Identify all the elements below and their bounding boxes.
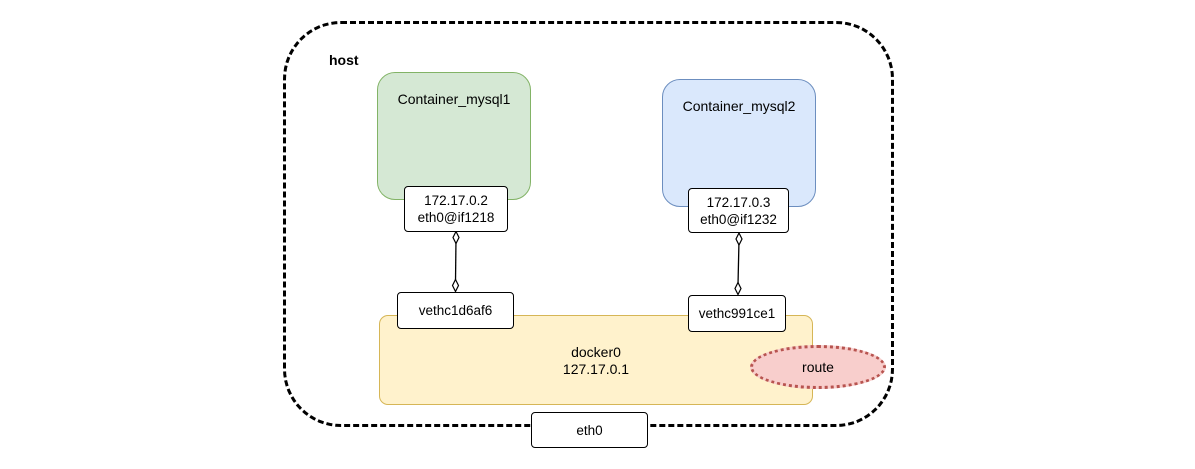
route-node[interactable]: route (750, 345, 886, 389)
container-mysql2-title: Container_mysql2 (682, 98, 796, 114)
link-mysql1-veth (451, 230, 460, 293)
container-mysql1-ip: 172.17.0.2 (424, 193, 488, 208)
container-mysql1-interface[interactable]: 172.17.0.2 eth0@if1218 (404, 186, 508, 232)
route-label: route (802, 359, 834, 375)
bridge-ip: 127.17.0.1 (562, 361, 630, 377)
container-mysql2-interface[interactable]: 172.17.0.3 eth0@if1232 (688, 188, 789, 233)
container-mysql2-ip: 172.17.0.3 (706, 194, 771, 210)
link-mysql2-veth (734, 231, 743, 296)
container-mysql2-iface: eth0@if1232 (700, 211, 777, 227)
host-label: host (329, 52, 359, 68)
veth-mysql2-label: vethc991ce1 (698, 306, 776, 321)
container-mysql1-iface: eth0@if1218 (417, 210, 495, 225)
veth-mysql1-label: vethc1d6af6 (418, 303, 493, 318)
bridge-name: docker0 (571, 344, 621, 360)
container-mysql2[interactable]: Container_mysql2 (662, 79, 816, 207)
veth-mysql1[interactable]: vethc1d6af6 (397, 292, 514, 329)
container-mysql1-title: Container_mysql1 (397, 91, 511, 107)
host-eth0[interactable]: eth0 (531, 412, 648, 448)
bridge-label: docker0 127.17.0.1 (380, 344, 812, 378)
container-mysql1[interactable]: Container_mysql1 (377, 72, 531, 200)
veth-mysql2[interactable]: vethc991ce1 (688, 295, 786, 332)
host-eth0-label: eth0 (576, 422, 603, 438)
